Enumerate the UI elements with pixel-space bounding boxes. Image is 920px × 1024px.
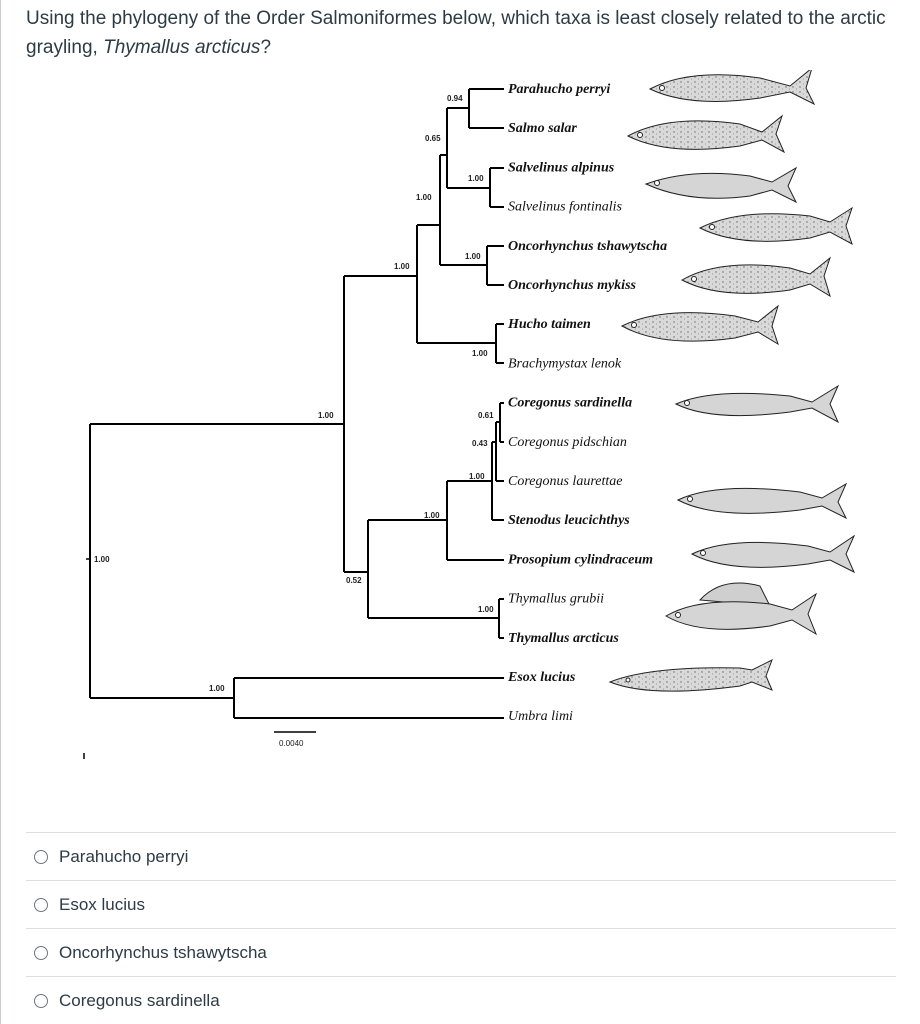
taxon-label: Thymallus grubii [508, 592, 604, 607]
fish-thymallus-icon [665, 582, 818, 636]
question-species: Thymallus arcticus [103, 37, 261, 58]
taxon-label: Salvelinus fontinalis [508, 200, 622, 215]
support-value: 1.00 [424, 511, 440, 520]
taxon-label: Stenodus leucichthys [508, 513, 630, 528]
taxon-label: Oncorhynchus mykiss [508, 278, 637, 293]
taxon-label: Esox lucius [507, 670, 576, 685]
fish-salvelinus-icon [644, 166, 798, 204]
support-value: 1.00 [469, 472, 485, 481]
support-value: 1.00 [478, 605, 494, 614]
answer-label: Coregonus sardinella [59, 990, 220, 1010]
radio-button[interactable] [34, 849, 48, 864]
fish-prosopium-icon [690, 534, 856, 574]
support-value: 1.00 [318, 411, 334, 420]
tree-branches [83, 88, 504, 759]
fish-oncorhynchus-t-icon [698, 206, 853, 246]
support-value: 1.00 [94, 555, 110, 564]
taxon-label: Salmo salar [508, 121, 577, 136]
question-text-start: Using the phylogeny of the Order Salmoni… [26, 8, 886, 58]
support-value: 0.94 [447, 94, 463, 103]
answer-option-2[interactable]: Esox lucius [26, 880, 896, 928]
answer-option-3[interactable]: Oncorhynchus tshawytscha [26, 928, 896, 976]
question-text-end: ? [260, 37, 272, 58]
answer-option-4[interactable]: Coregonus sardinella [26, 976, 896, 1024]
taxon-label: Coregonus laurettae [508, 474, 622, 489]
support-value: 1.00 [472, 349, 488, 358]
fish-oncorhynchus-m-icon [680, 256, 832, 298]
support-value: 0.61 [478, 411, 494, 420]
support-value: 1.00 [394, 262, 410, 271]
support-values: 0.94 0.65 1.00 1.00 1.00 1.00 1.00 1.00 … [94, 94, 494, 748]
left-border [0, 0, 1, 1024]
taxon-label: Brachymystax lenok [508, 356, 622, 371]
answer-label: Parahucho perryi [59, 846, 189, 866]
scale-bar-label: 0.0040 [279, 739, 304, 748]
taxon-label: Thymallus arcticus [508, 631, 619, 646]
support-value: 0.65 [425, 134, 441, 143]
radio-button[interactable] [34, 897, 48, 912]
support-value: 1.00 [209, 684, 225, 693]
support-value: 0.43 [472, 439, 488, 448]
fish-parahucho-icon [648, 70, 816, 106]
taxon-label: Salvelinus alpinus [508, 160, 615, 175]
taxon-label: Coregonus pidschian [508, 435, 627, 450]
fish-illustrations [608, 70, 856, 692]
taxon-label: Prosopium cylindraceum [508, 552, 653, 567]
question-text: Using the phylogeny of the Order Salmoni… [26, 4, 886, 62]
phylogeny-tree: 0.94 0.65 1.00 1.00 1.00 1.00 1.00 1.00 … [83, 70, 856, 759]
support-value: 1.00 [416, 193, 432, 202]
taxon-label: Oncorhynchus tshawytscha [508, 239, 667, 254]
answer-choices: Parahucho perryi Esox lucius Oncorhynchu… [26, 832, 896, 1024]
support-value: 0.52 [346, 576, 362, 585]
taxon-label: Umbra limi [508, 709, 573, 724]
radio-button[interactable] [34, 993, 48, 1008]
fish-coregonus-icon [674, 384, 840, 424]
answer-label: Oncorhynchus tshawytscha [59, 942, 267, 962]
support-value: 1.00 [465, 252, 481, 261]
answer-label: Esox lucius [59, 894, 145, 914]
taxon-label: Parahucho perryi [508, 82, 610, 97]
fish-esox-icon [608, 658, 773, 692]
answer-option-1[interactable]: Parahucho perryi [26, 832, 896, 880]
support-value: 1.00 [468, 174, 484, 183]
taxon-label: Hucho taimen [507, 317, 591, 332]
taxon-label: Coregonus sardinella [508, 396, 632, 411]
fish-salmo-icon [626, 114, 786, 154]
radio-button[interactable] [34, 945, 48, 960]
phylogeny-figure: 0.94 0.65 1.00 1.00 1.00 1.00 1.00 1.00 … [0, 70, 920, 790]
fish-hucho-icon [620, 304, 779, 346]
fish-stenodus-icon [676, 482, 848, 520]
